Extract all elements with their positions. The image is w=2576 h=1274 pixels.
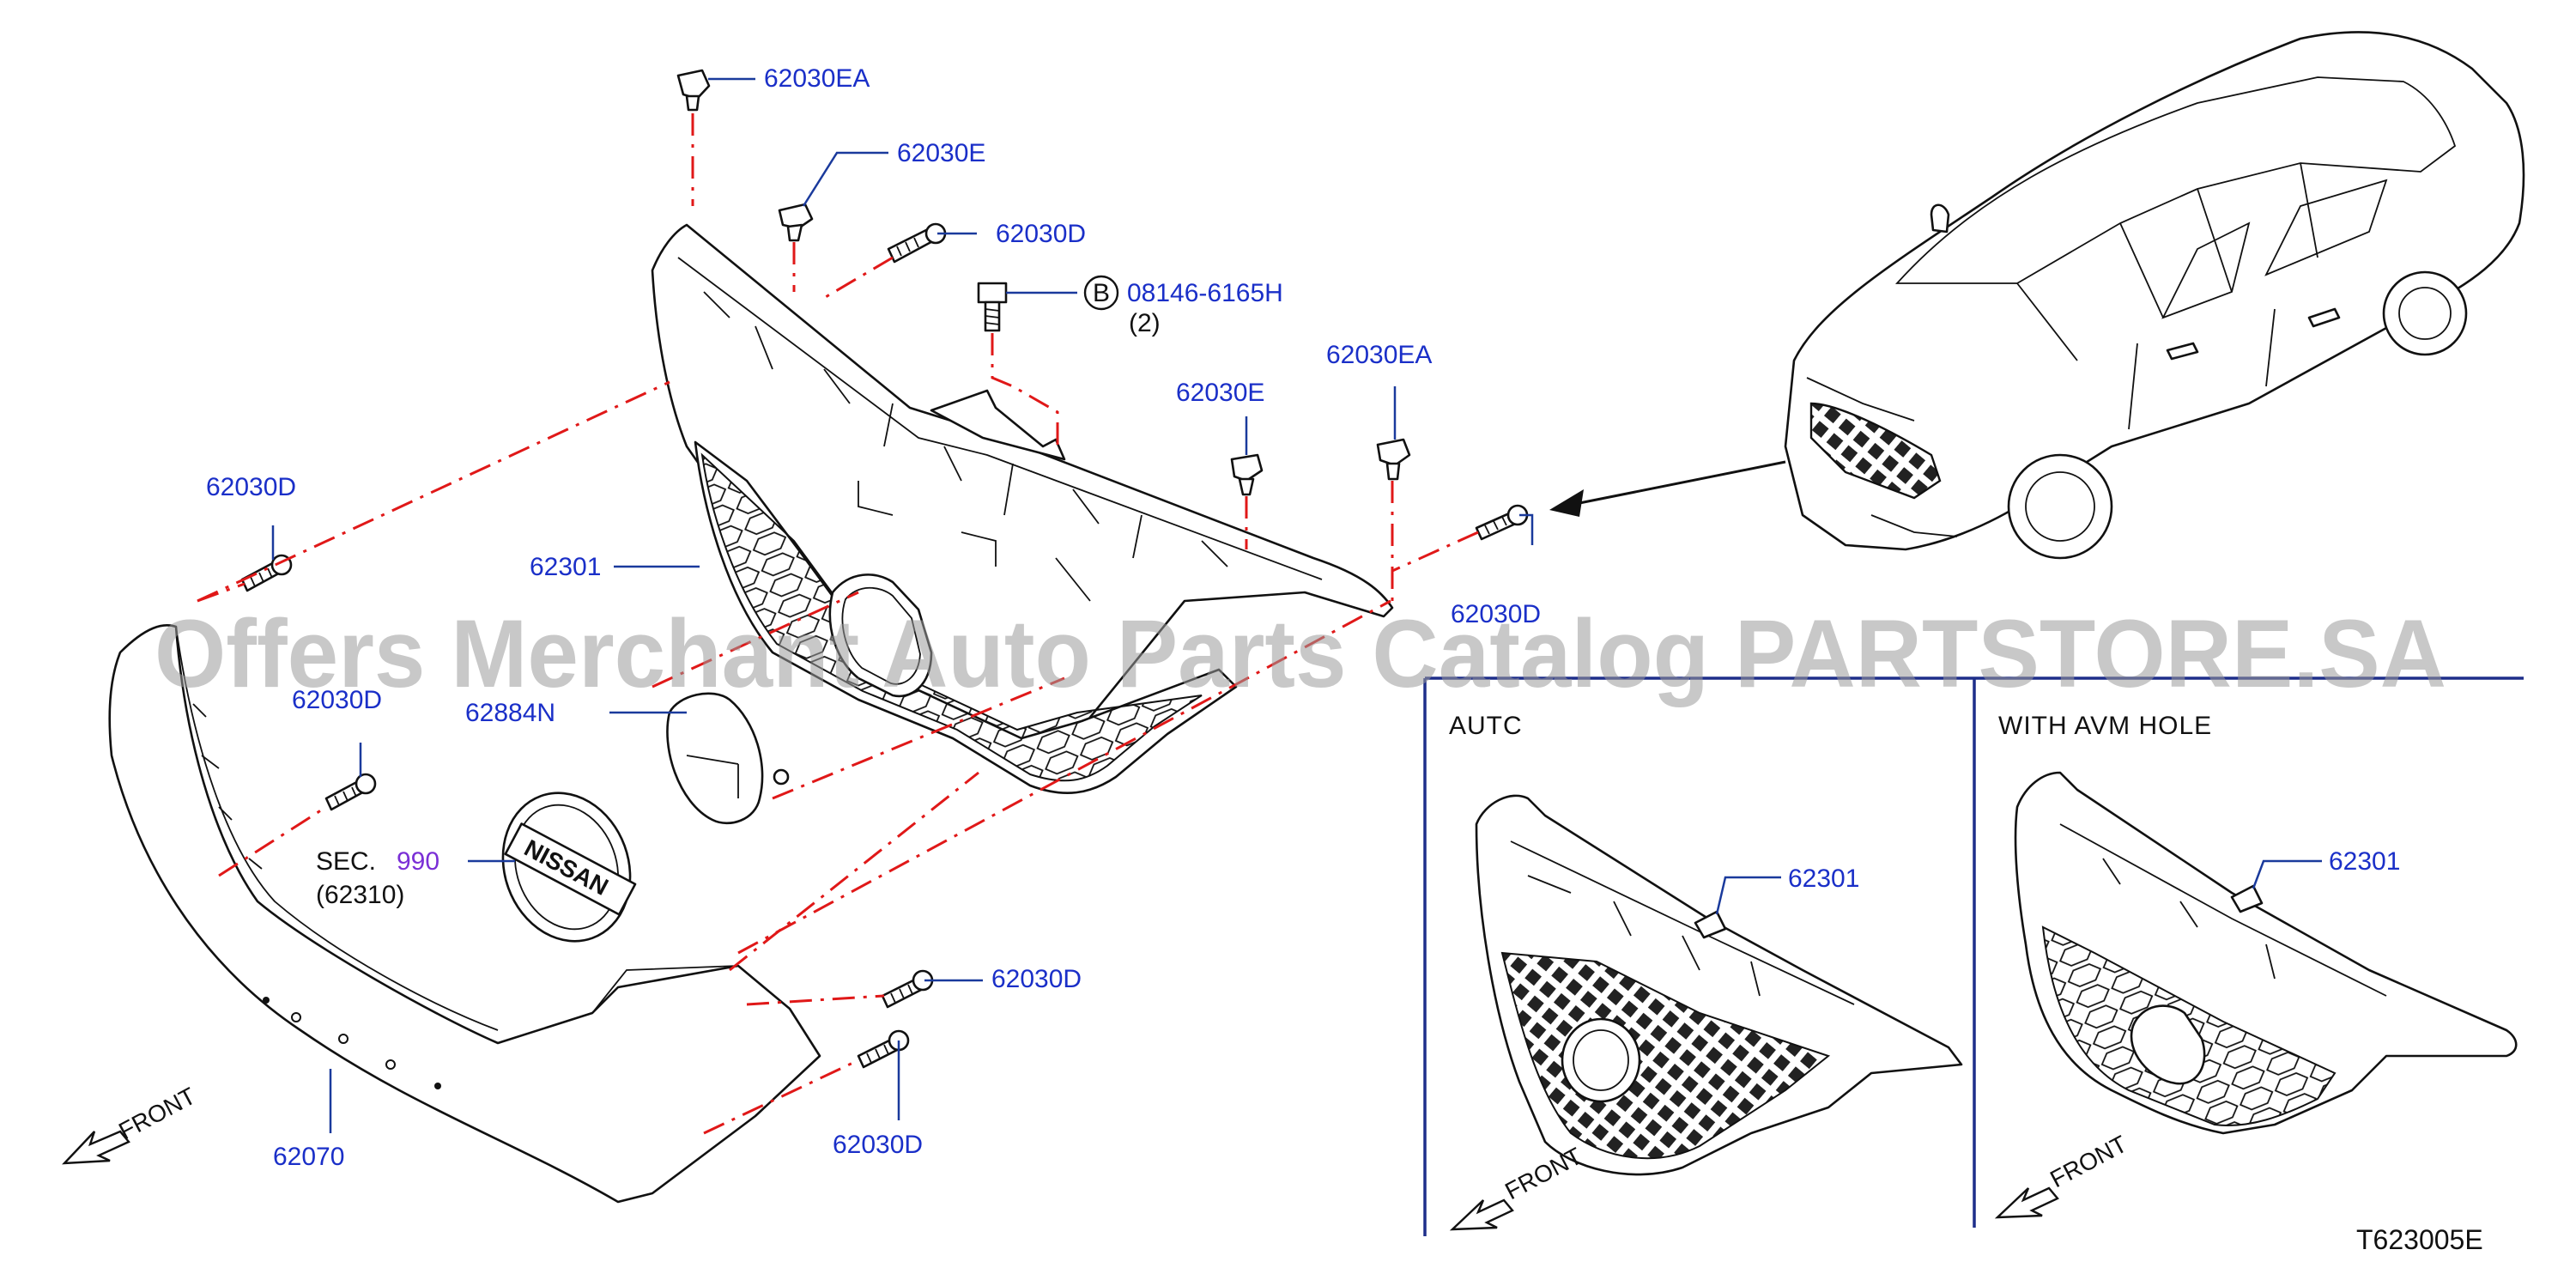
bolt-badge-circle (1083, 275, 1119, 311)
label-sec-number: 990 (397, 847, 439, 876)
label-62030D-bot1: 62030D (991, 965, 1082, 993)
screw-62030D-left (240, 554, 293, 592)
panel-avm-title: WITH AVM HOLE (1998, 712, 2212, 740)
label-sec-ref: (62310) (316, 881, 404, 909)
bolt-08146-6165H (977, 282, 1008, 332)
fasteners (240, 69, 1529, 1069)
front-arrow-main: FRONT (62, 1083, 200, 1165)
label-62030EA-right: 62030EA (1326, 341, 1432, 369)
callout-labels: 62030EA 62030E 62030D B 08146-6165H (2) … (206, 64, 1541, 1171)
panel-autc: AUTC 62301 FRONT (1449, 712, 1963, 1231)
label-62030E-right: 62030E (1176, 379, 1264, 407)
label-62030D-left2: 62030D (292, 686, 382, 714)
bolt-bracket (930, 389, 1066, 461)
label-62030D-left: 62030D (206, 473, 296, 501)
panel-autc-callout: 62301 (1788, 864, 1859, 893)
inset-frames (1423, 676, 2524, 1236)
label-62070: 62070 (273, 1143, 344, 1171)
emblem-base-62884N (666, 692, 790, 825)
screw-62030D-right (1475, 504, 1529, 541)
clip-62030EA-top (676, 69, 711, 112)
bolt-quantity: (2) (1129, 309, 1161, 337)
label-62030D-bot2: 62030D (833, 1131, 923, 1159)
panel-avm: WITH AVM HOLE 62301 FRONT (1994, 712, 2518, 1219)
leader-lines (271, 77, 1534, 1133)
panel-avm-callout: 62301 (2329, 847, 2400, 876)
screw-62030D-top (887, 222, 947, 264)
label-08146-6165H: 08146-6165H (1127, 279, 1283, 307)
front-grille-62301 (694, 440, 1238, 794)
bolt-badge-letter: B (1093, 279, 1110, 307)
nissan-emblem-990: NISSAN (501, 792, 637, 943)
label-62030E-top: 62030E (897, 139, 985, 167)
label-62030EA-top: 62030EA (764, 64, 870, 93)
label-62301-main: 62301 (530, 553, 601, 581)
screw-62030D-bot1 (881, 969, 934, 1009)
clip-62030E-right (1230, 453, 1264, 496)
pointer-arrow (1549, 460, 1786, 517)
panel-autc-title: AUTC (1449, 712, 1523, 740)
diagram-reference: T623005E (2356, 1224, 2483, 1255)
label-62030D-right: 62030D (1451, 600, 1541, 628)
screw-62030D-left2 (324, 773, 377, 811)
label-sec: SEC. (316, 847, 376, 876)
clip-62030EA-right (1376, 438, 1411, 481)
clip-62030E-top (778, 203, 814, 242)
watermark-text: Offers Merchant Auto Parts Catalog PARTS… (155, 600, 2446, 707)
label-62884N: 62884N (465, 699, 555, 727)
front-label-main: FRONT (114, 1083, 200, 1145)
label-62030D-top: 62030D (996, 220, 1086, 248)
car-illustration (1784, 31, 2525, 560)
lower-fascia-62070 (108, 624, 821, 1204)
screw-62030D-bot2 (857, 1029, 910, 1069)
front-label-avm: FRONT (2046, 1131, 2131, 1193)
assembly-lines (197, 113, 1479, 1135)
front-label-autc: FRONT (1500, 1143, 1586, 1205)
